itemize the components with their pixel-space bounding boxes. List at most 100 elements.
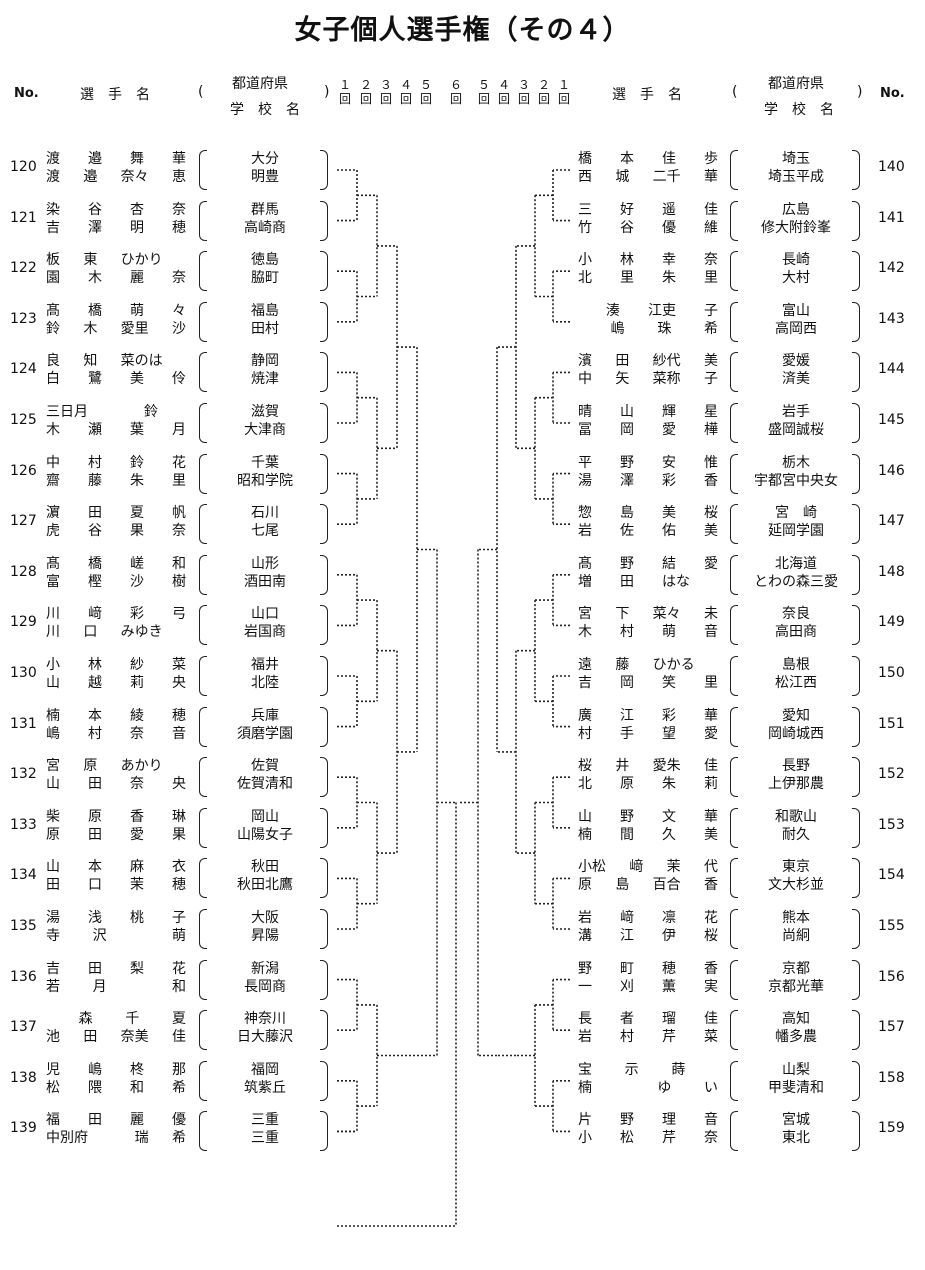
bracket-paren-open (199, 1060, 207, 1101)
player-1-name: 三日月鈴 (46, 403, 186, 421)
player-1-name-part: 平 (578, 454, 592, 471)
prefecture: 島根 (782, 657, 810, 673)
bracket-paren-open (730, 1111, 738, 1152)
prefecture: 新潟 (251, 960, 279, 977)
player-1-name-part: 理 (662, 1112, 676, 1129)
player-1-name: 平野安惟 (578, 454, 718, 472)
bracket-paren-open (730, 403, 738, 443)
school: 焼津 (251, 371, 279, 388)
prefecture: 奈良 (782, 606, 810, 623)
bracket-paren-close (852, 554, 860, 595)
header-school-right: 学 校 名 (764, 102, 834, 118)
player-2-name: 虎谷果奈 (46, 522, 186, 540)
prefecture: 山口 (251, 606, 279, 623)
header-school-left: 学 校 名 (230, 102, 300, 118)
player-2-name: 楠間久美 (578, 826, 718, 844)
player-2-name-part: 果 (172, 826, 186, 843)
player-1-name-part: 菜 (172, 657, 186, 673)
player-2-name-part: 沙 (130, 573, 144, 590)
player-1-name: 楠本綾穂 (46, 707, 186, 725)
bracket-paren-open (730, 605, 738, 646)
player-2-name-part: 木 (88, 270, 102, 287)
entry-number: 155 (878, 918, 905, 934)
round-right-2-number: ４ (497, 78, 510, 92)
player-2-name-part: 木 (83, 320, 98, 337)
player-2-name-part: 愛 (130, 826, 144, 843)
player-1-name-part: 奈 (172, 201, 186, 218)
player-1-name-part: 香 (704, 960, 718, 977)
player-1-name-part: 野 (578, 960, 592, 977)
bracket-paren-close (852, 150, 860, 190)
player-1-name-part: 凛 (662, 910, 676, 926)
bracket-paren-open (199, 251, 207, 292)
player-2-name-part: 美 (130, 371, 144, 388)
player-1-name-part: 山 (578, 808, 592, 825)
player-2-name-part: 村 (620, 1029, 634, 1046)
player-2-name-part: 葉 (130, 422, 144, 438)
player-2-name-part: 珠 (657, 320, 672, 337)
bracket-paren-open (730, 807, 738, 848)
player-1-name: 廣江彩華 (578, 707, 718, 725)
round-right-3-number: ３ (517, 78, 530, 92)
player-1-name-part: 麗 (130, 1112, 144, 1129)
prefecture: 熊本 (782, 910, 810, 926)
player-2-name-part: はな (662, 573, 690, 590)
player-1-name: 良知菜のは (46, 352, 186, 370)
player-2-name-part: 瑞 (134, 1130, 149, 1147)
bracket-paren-close (852, 656, 860, 696)
prefecture: 埼玉 (782, 151, 810, 167)
player-2-name-part: 樫 (88, 573, 102, 590)
player-1-name-part: 鈴 (144, 404, 158, 420)
round-left-1-unit: 回 (338, 92, 351, 106)
bracket-paren-close (852, 959, 860, 1000)
player-1-name: 宮下菜々未 (578, 605, 718, 623)
round-right-4-unit: 回 (537, 92, 550, 106)
player-2-name-part: 岡 (620, 422, 634, 438)
player-2-name: 白鷺美伶 (46, 370, 186, 388)
player-2-name-part: い (703, 1079, 718, 1096)
prefecture: 山梨 (782, 1061, 810, 1078)
player-2-name-part: ゆ (657, 1079, 672, 1096)
player-2-name-part: 村 (88, 725, 102, 742)
player-2-name-part: 望 (662, 725, 676, 742)
entry-number: 157 (878, 1019, 905, 1036)
player-1-name-part: 華 (172, 151, 186, 167)
player-1-name-part: 長 (578, 1011, 592, 1028)
entry-number: 147 (878, 513, 905, 530)
bracket-paren-open (199, 909, 207, 949)
player-2-name-part: 和 (130, 1079, 144, 1096)
bracket-paren-close (320, 150, 328, 190)
player-1-name-part: 鈴 (130, 454, 144, 471)
player-1-name-part: 野 (620, 808, 634, 825)
round-left-3-number: ３ (379, 78, 392, 92)
player-2-name-part: 奈美 (120, 1029, 149, 1046)
bracket-paren-open (730, 858, 738, 899)
bracket-paren-close (320, 301, 328, 342)
entry-number: 124 (10, 361, 37, 378)
player-2-name-part: 口 (83, 624, 98, 641)
player-1-name-part: 小 (578, 252, 592, 269)
player-2-name-part: 佐 (620, 523, 634, 540)
player-2-name-part: 樹 (172, 573, 186, 590)
player-1-name-part: 村 (88, 454, 102, 471)
entry-number: 132 (10, 766, 37, 783)
player-1-name-part: 児 (46, 1061, 60, 1078)
school: 北陸 (251, 675, 279, 691)
school: 耐久 (782, 826, 810, 843)
bracket-paren-close (852, 403, 860, 443)
bracket-paren-open (730, 504, 738, 545)
bracket-paren-open (730, 200, 738, 241)
